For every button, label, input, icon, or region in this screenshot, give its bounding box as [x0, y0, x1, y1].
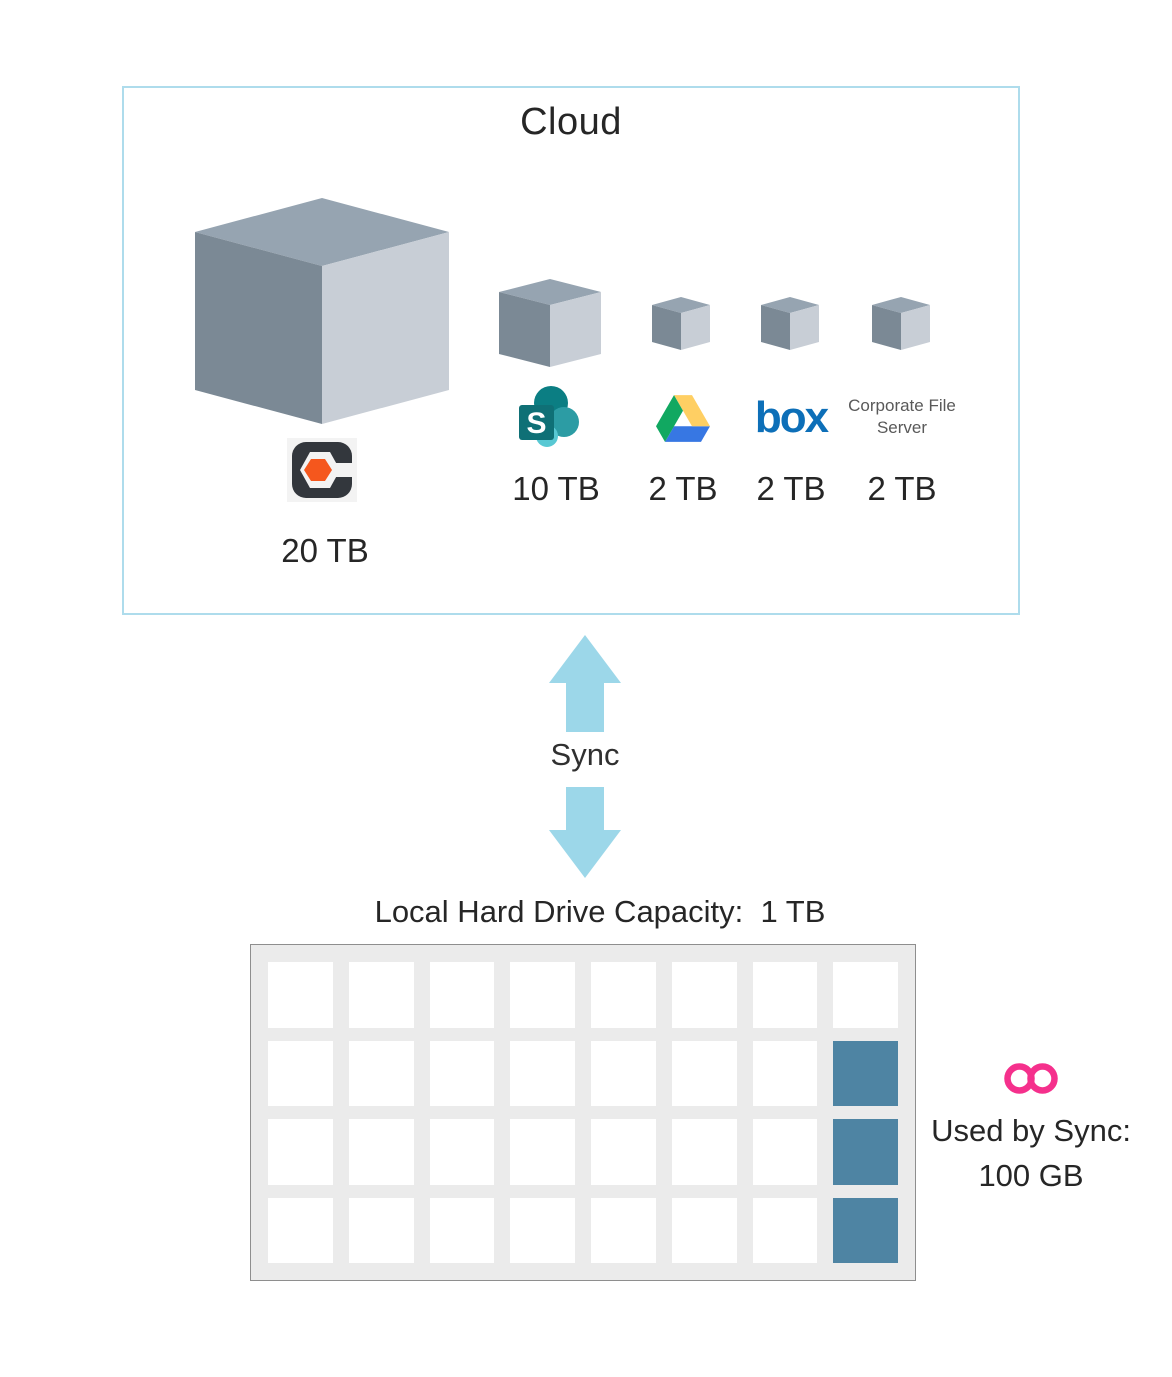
- capacity-label: 20 TB: [281, 532, 369, 569]
- free-storage-cell: [429, 1119, 495, 1185]
- free-storage-cell: [429, 1197, 495, 1263]
- used-by-sync-label: Used by Sync:: [931, 1113, 1131, 1148]
- used-storage-cell: [833, 1119, 898, 1185]
- free-storage-cell: [591, 1040, 656, 1106]
- free-storage-cell: [348, 1040, 414, 1106]
- free-storage-cell: [752, 1119, 818, 1185]
- hard-drive-grid: [250, 944, 916, 1281]
- sync-arrow-icon: [549, 635, 621, 878]
- infinity-icon: [1004, 1063, 1058, 1094]
- free-storage-cell: [268, 1197, 333, 1263]
- free-storage-cell: [591, 1197, 656, 1263]
- free-storage-cell: [348, 1119, 414, 1185]
- free-storage-cell: [268, 1119, 333, 1185]
- free-storage-cell: [752, 962, 818, 1028]
- cloud-title: Cloud: [520, 101, 622, 143]
- free-storage-cell: [510, 1040, 575, 1106]
- used-by-sync-value: 100 GB: [978, 1158, 1084, 1193]
- free-storage-cell: [429, 962, 495, 1028]
- free-storage-cell: [591, 1119, 656, 1185]
- svg-text:S: S: [526, 407, 546, 440]
- free-storage-cell: [752, 1040, 818, 1106]
- capacity-label: 10 TB: [512, 470, 600, 507]
- local-drive-title: Local Hard Drive Capacity: 1 TB: [374, 894, 826, 929]
- free-storage-cell: [348, 962, 414, 1028]
- storage-cube-medium: [499, 279, 601, 367]
- free-storage-cell: [268, 962, 333, 1028]
- free-storage-cell: [348, 1197, 414, 1263]
- used-storage-cell: [833, 1040, 898, 1106]
- corporate-file-server-label: Corporate File Server: [848, 396, 956, 437]
- capacity-label: 2 TB: [867, 470, 937, 507]
- storage-cube-small: [761, 297, 819, 350]
- storage-cube-large: [195, 198, 449, 424]
- free-storage-cell: [510, 1197, 575, 1263]
- used-storage-cell: [833, 1197, 898, 1263]
- storage-cube-small: [652, 297, 710, 350]
- free-storage-cell: [268, 1040, 333, 1106]
- sharepoint-icon: S: [519, 386, 579, 447]
- egnyte-icon: [287, 438, 357, 502]
- capacity-label: 2 TB: [756, 470, 826, 507]
- free-storage-cell: [671, 1119, 737, 1185]
- free-storage-cell: [833, 962, 898, 1028]
- free-storage-cell: [752, 1197, 818, 1263]
- free-storage-cell: [671, 1197, 737, 1263]
- free-storage-cell: [671, 1040, 737, 1106]
- storage-cube-small: [872, 297, 930, 350]
- free-storage-cell: [671, 962, 737, 1028]
- free-storage-cell: [591, 962, 656, 1028]
- sync-label: Sync: [550, 737, 620, 772]
- google-drive-icon: [656, 395, 710, 442]
- capacity-label: 2 TB: [648, 470, 718, 507]
- box-logo: box: [754, 393, 829, 442]
- free-storage-cell: [429, 1040, 495, 1106]
- free-storage-cell: [510, 962, 575, 1028]
- free-storage-cell: [510, 1119, 575, 1185]
